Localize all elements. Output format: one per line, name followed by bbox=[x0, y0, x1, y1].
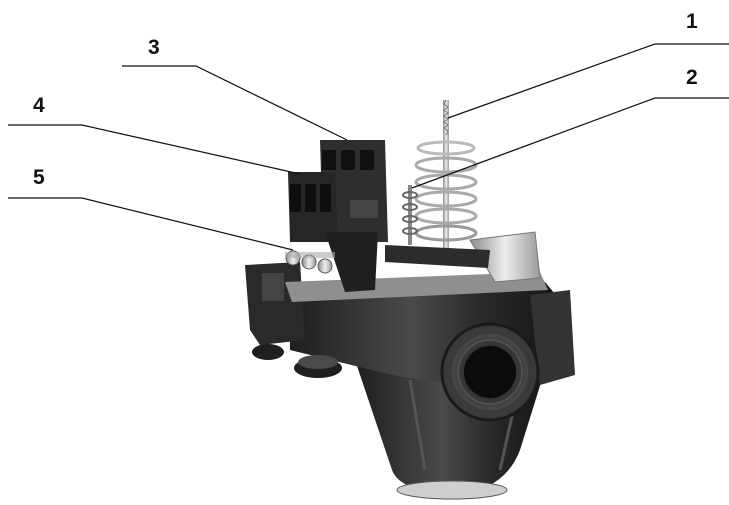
metal-bracket bbox=[469, 231, 541, 283]
side-block bbox=[530, 290, 575, 385]
leader-line-2 bbox=[411, 97, 729, 189]
leader-line-5 bbox=[8, 197, 294, 251]
ground-terminal-screws bbox=[285, 250, 335, 274]
cable-gland-left bbox=[252, 344, 284, 360]
callout-3: 3 bbox=[148, 36, 160, 59]
leader-line-4 bbox=[8, 124, 301, 175]
callout-numbers: 1 2 3 4 5 bbox=[33, 10, 698, 189]
base-ring bbox=[396, 480, 508, 500]
threaded-port bbox=[440, 322, 540, 422]
terminal-block-lower bbox=[288, 172, 338, 242]
leader-line-1 bbox=[447, 43, 729, 119]
callout-1: 1 bbox=[686, 10, 698, 33]
callout-2: 2 bbox=[686, 66, 698, 89]
callout-4: 4 bbox=[33, 94, 45, 117]
leader-line-3 bbox=[122, 65, 348, 141]
pressure-switch-device bbox=[245, 99, 575, 500]
terminal-block-upper bbox=[320, 140, 388, 242]
leader-lines bbox=[8, 43, 729, 251]
callout-5: 5 bbox=[33, 166, 45, 189]
